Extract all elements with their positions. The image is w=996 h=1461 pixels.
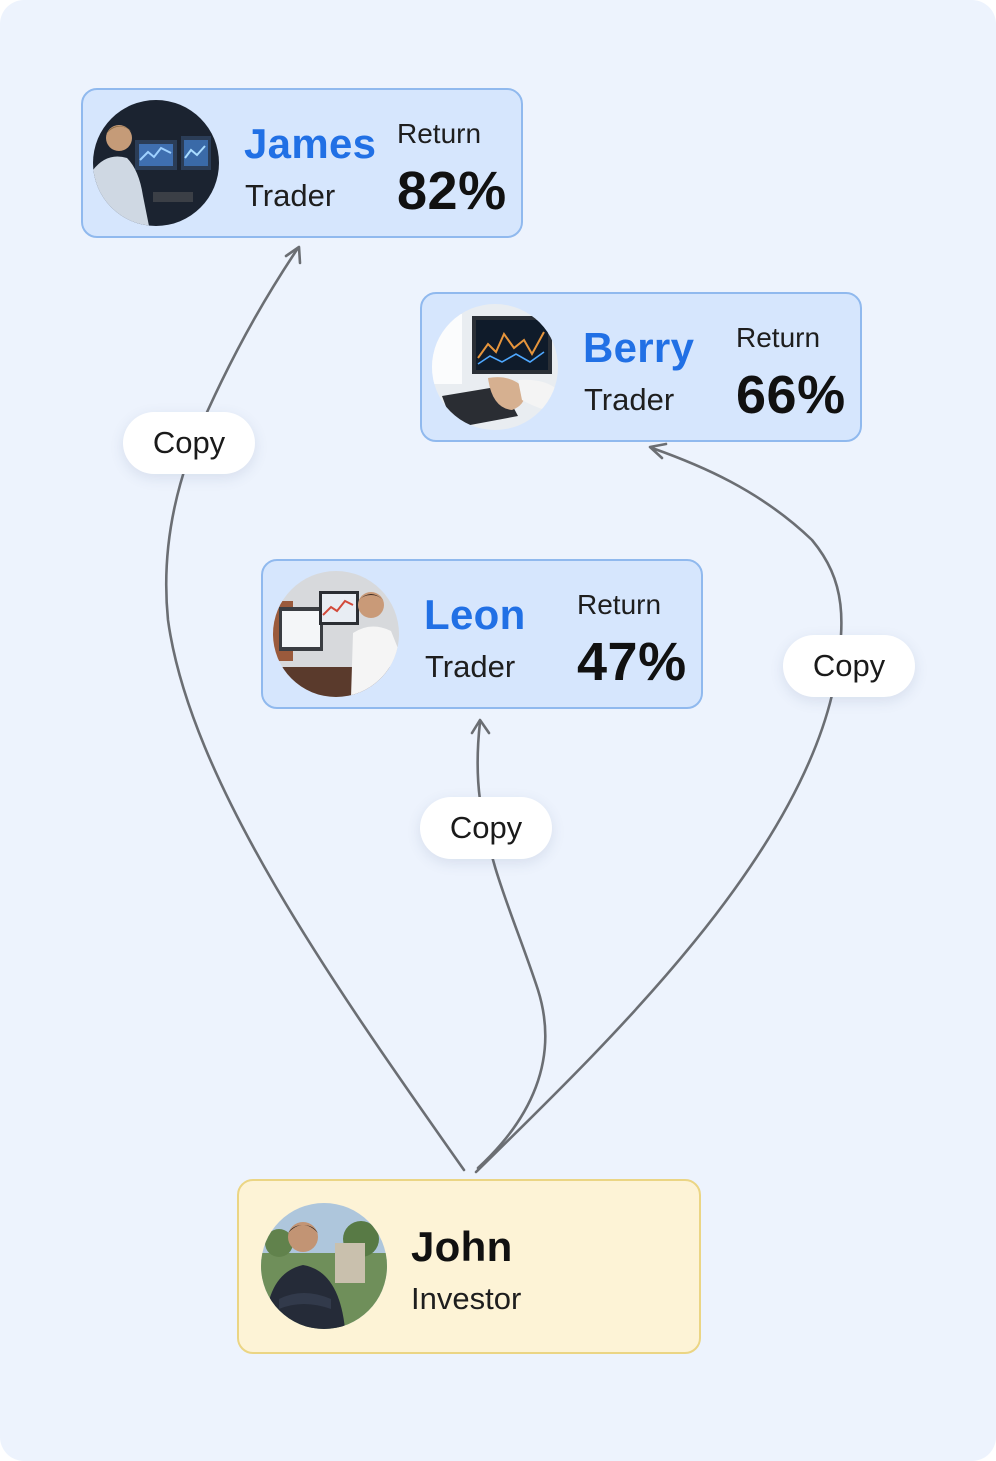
return-value: 82% — [397, 161, 507, 221]
arrowhead-james — [284, 245, 302, 265]
copy-label-text: Copy — [152, 425, 226, 460]
arrowhead-berry — [648, 442, 668, 460]
connector-john-james — [164, 246, 466, 1172]
copy-label-text: Copy — [449, 810, 523, 845]
trader-role: Trader — [425, 649, 516, 684]
arrowhead-leon — [470, 718, 491, 735]
return-value: 47% — [577, 632, 687, 692]
trader-card-berry[interactable]: Berry Trader Return 66% — [420, 292, 862, 442]
copy-label-text: Copy — [812, 648, 886, 683]
investor-card-john[interactable]: John Investor — [237, 1179, 701, 1354]
return-label: Return — [397, 118, 482, 149]
return-label: Return — [736, 322, 821, 353]
hands-on-keyboard-photo — [432, 304, 558, 430]
trader-name: James — [244, 120, 377, 167]
trader-name: Leon — [424, 591, 526, 638]
trader-name: Berry — [583, 324, 695, 371]
investor-name: John — [411, 1223, 513, 1270]
investor-portrait-photo — [261, 1203, 387, 1329]
trader-card-james[interactable]: James Trader Return 82% — [81, 88, 523, 238]
connector-john-leon — [476, 720, 547, 1170]
copy-label-berry: Copy — [783, 635, 915, 697]
trader-card-leon[interactable]: Leon Trader Return 47% — [261, 559, 703, 709]
trader-role: Trader — [245, 178, 336, 213]
copy-label-james: Copy — [123, 412, 255, 474]
investor-role: Investor — [411, 1281, 522, 1316]
copy-label-leon: Copy — [420, 797, 552, 859]
trader-desk-photo — [273, 571, 399, 697]
trader-at-monitors-photo — [93, 100, 219, 226]
trader-role: Trader — [584, 382, 675, 417]
return-value: 66% — [736, 365, 846, 425]
return-label: Return — [577, 589, 662, 620]
